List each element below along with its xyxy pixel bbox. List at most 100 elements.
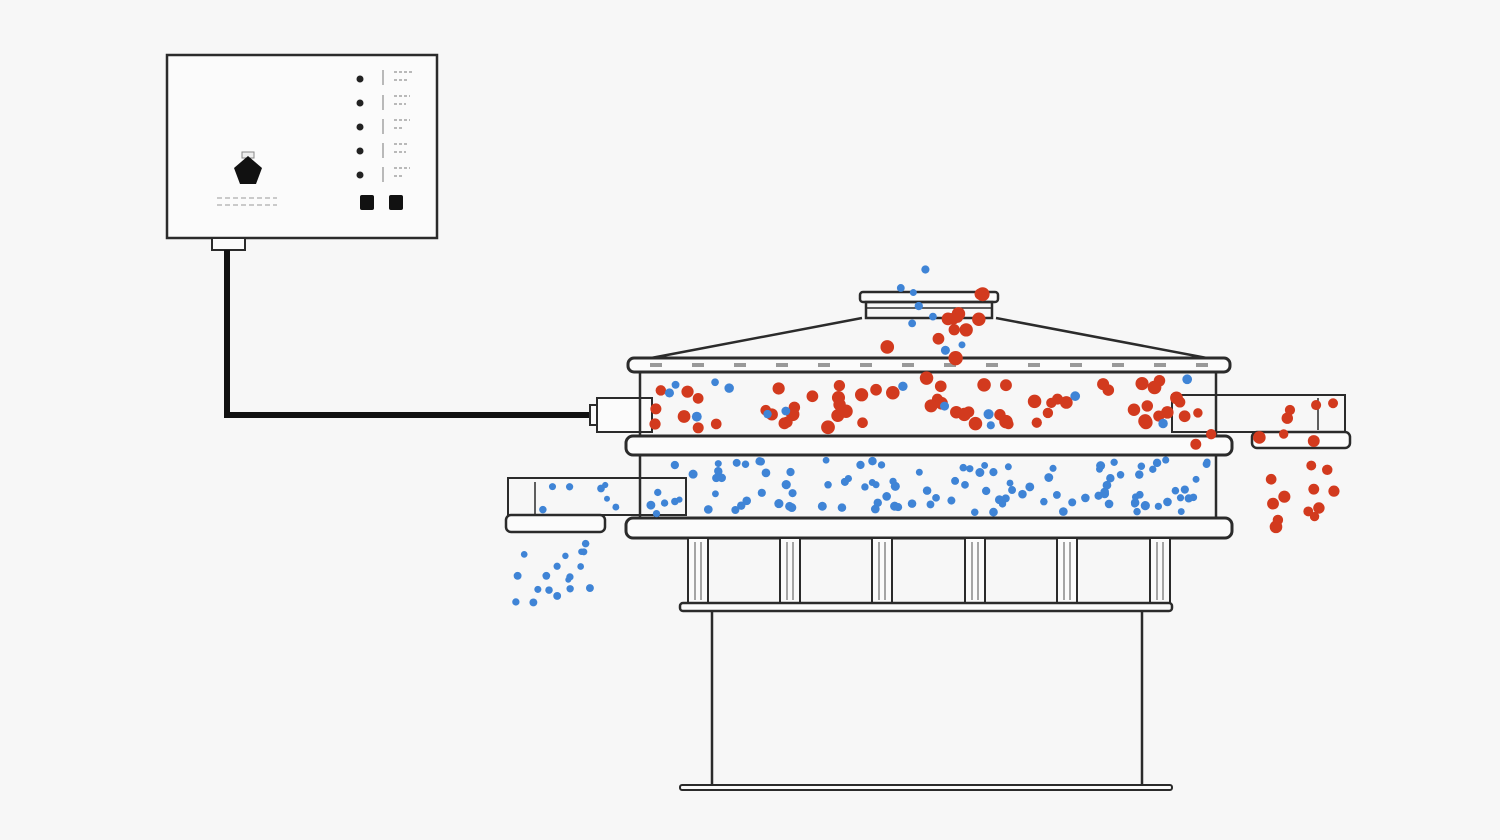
coarse-particle [1031, 417, 1042, 428]
fine-particle [882, 492, 891, 501]
fine-particle [868, 456, 877, 466]
fine-particle [781, 406, 791, 416]
coarse-particle [692, 392, 704, 404]
fine-particle [961, 480, 969, 489]
coarse-particle [880, 340, 895, 354]
power-cable [224, 250, 592, 418]
fine-particle [986, 421, 995, 430]
coarse-particle [1322, 464, 1333, 476]
fine-particle [548, 483, 557, 491]
coarse-particle [650, 403, 662, 415]
coarse-particle [1284, 404, 1296, 416]
fine-particle [1162, 456, 1170, 464]
fine-particle [1180, 485, 1189, 494]
spring [964, 537, 986, 604]
coarse-particle [1127, 403, 1141, 416]
fine-particle [1006, 479, 1014, 487]
coarse-particle [1311, 399, 1322, 411]
control-knob-icon[interactable] [234, 151, 262, 184]
coarse-particle [1000, 379, 1012, 392]
fine-particle [612, 503, 620, 511]
fine-particle [1068, 498, 1077, 507]
fine-particle [742, 496, 752, 506]
fine-particle [513, 571, 522, 580]
coarse-particle [1052, 393, 1063, 405]
control-box [165, 53, 439, 251]
fine-particle [975, 468, 985, 477]
fine-particle [714, 467, 722, 475]
support-springs [687, 537, 1171, 604]
fine-particle [741, 460, 750, 468]
fine-particle [909, 289, 917, 297]
fine-particle [577, 563, 585, 570]
fine-particle [703, 505, 713, 514]
fine-particle [908, 319, 917, 328]
fine-particle [1177, 508, 1185, 516]
fine-particle [907, 499, 917, 508]
fine-particle [654, 488, 662, 497]
coarse-particle [1135, 376, 1149, 391]
panel-button[interactable] [389, 195, 403, 210]
fine-particle [983, 409, 994, 420]
coarse-particle [1278, 429, 1289, 439]
coarse-particle [1328, 485, 1340, 497]
spring [779, 537, 801, 604]
fine-particle [1158, 418, 1168, 429]
fine-particle [711, 378, 719, 387]
fine-particle [861, 483, 869, 491]
fine-particle [566, 585, 574, 593]
coarse-particle [1193, 408, 1203, 418]
coarse-particle [999, 414, 1013, 429]
fine-particle [914, 301, 923, 311]
indicator-lights [356, 75, 364, 179]
fine-particle [1192, 475, 1200, 483]
panel-button[interactable] [360, 195, 374, 210]
fine-particle [929, 312, 937, 321]
fine-particle [1133, 507, 1141, 516]
coarse-particle [1328, 398, 1339, 409]
coarse-particle [1138, 414, 1153, 428]
fine-particle [1131, 500, 1139, 508]
coarse-particle [1313, 502, 1325, 514]
fine-particle [786, 467, 795, 477]
fine-particle [542, 571, 551, 580]
stand-foot [679, 784, 1173, 791]
fine-particle [898, 381, 908, 392]
fine-particle [774, 499, 784, 509]
fine-particle [585, 584, 594, 593]
fine-particle [545, 586, 553, 594]
coarse-particle [1178, 410, 1191, 423]
fine-particle [981, 461, 989, 469]
fine-particle [940, 345, 950, 355]
fine-particle [1096, 465, 1103, 473]
fine-particle [604, 495, 610, 502]
coarse-particle [772, 382, 785, 395]
fine-particle [652, 509, 661, 518]
fine-outlet [504, 477, 687, 534]
fine-particle [676, 496, 683, 503]
fine-particle [994, 495, 1004, 505]
fine-particle [837, 503, 847, 512]
fine-particle [872, 481, 880, 489]
fine-particle [1044, 473, 1054, 482]
fine-particle [1171, 486, 1180, 495]
fine-particle [959, 463, 968, 472]
vibration-motor [596, 397, 653, 433]
coarse-particle [886, 385, 900, 400]
fine-particle [1189, 493, 1198, 502]
coarse-particle [1281, 412, 1293, 424]
coarse-particle [655, 385, 667, 396]
fine-particle [580, 548, 588, 556]
fine-particle [1116, 471, 1125, 479]
spring [687, 537, 709, 604]
fine-particle [1104, 499, 1114, 509]
coarse-particle [948, 351, 963, 366]
fine-particle [896, 284, 905, 292]
coarse-particle [806, 390, 819, 403]
fine-particle [870, 504, 880, 514]
coarse-particle [1205, 429, 1217, 440]
fine-particle [737, 501, 746, 510]
fine-particle [512, 598, 520, 606]
bottom-clamp-ring [624, 516, 1234, 540]
